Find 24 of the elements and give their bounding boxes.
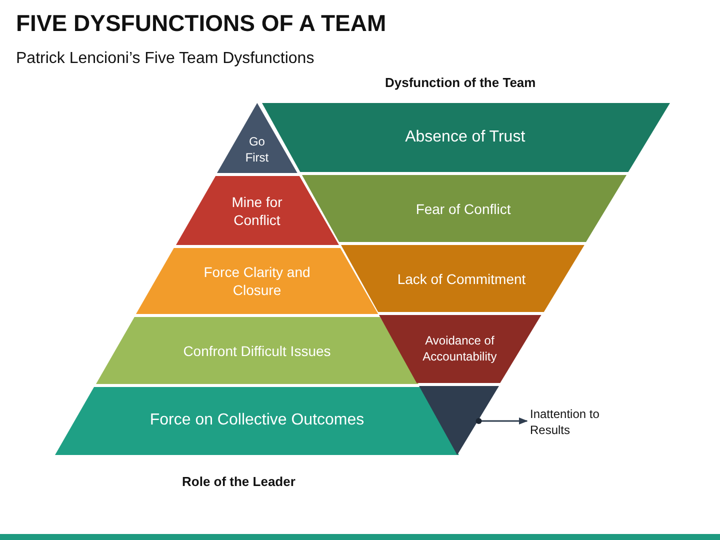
annotation-text: Inattention to Results — [530, 406, 625, 438]
pyramid-band — [55, 387, 459, 455]
pyramid-band — [176, 176, 338, 245]
inverted-pyramid-band — [379, 315, 542, 383]
band-label: Confront Difficult Issues — [182, 341, 332, 360]
subtitle: Patrick Lencioni’s Five Team Dysfunctions — [16, 50, 314, 68]
section-heading: Role of the Leader — [182, 474, 296, 489]
band-label: Force on Collective Outcomes — [148, 410, 366, 431]
pyramid-band — [136, 248, 378, 314]
pyramid-band — [96, 317, 418, 384]
title: FIVE DYSFUNCTIONS OF A TEAM — [16, 10, 386, 37]
triangle — [418, 386, 499, 455]
band-label: Go First — [244, 134, 270, 166]
section-heading: Dysfunction of the Team — [385, 75, 536, 90]
inverted-pyramid-band — [340, 245, 584, 312]
band-label: Mine for Conflict — [230, 192, 284, 229]
band-label: Absence of Trust — [404, 127, 526, 148]
band-label: Avoidance of Accountability — [422, 333, 498, 365]
pyramid-band — [216, 103, 298, 173]
arrow — [476, 417, 528, 425]
inverted-pyramid-band — [302, 175, 626, 242]
band-label: Lack of Commitment — [396, 269, 527, 288]
band-label: Fear of Conflict — [414, 199, 512, 218]
band-label: Force Clarity and Closure — [202, 262, 312, 300]
